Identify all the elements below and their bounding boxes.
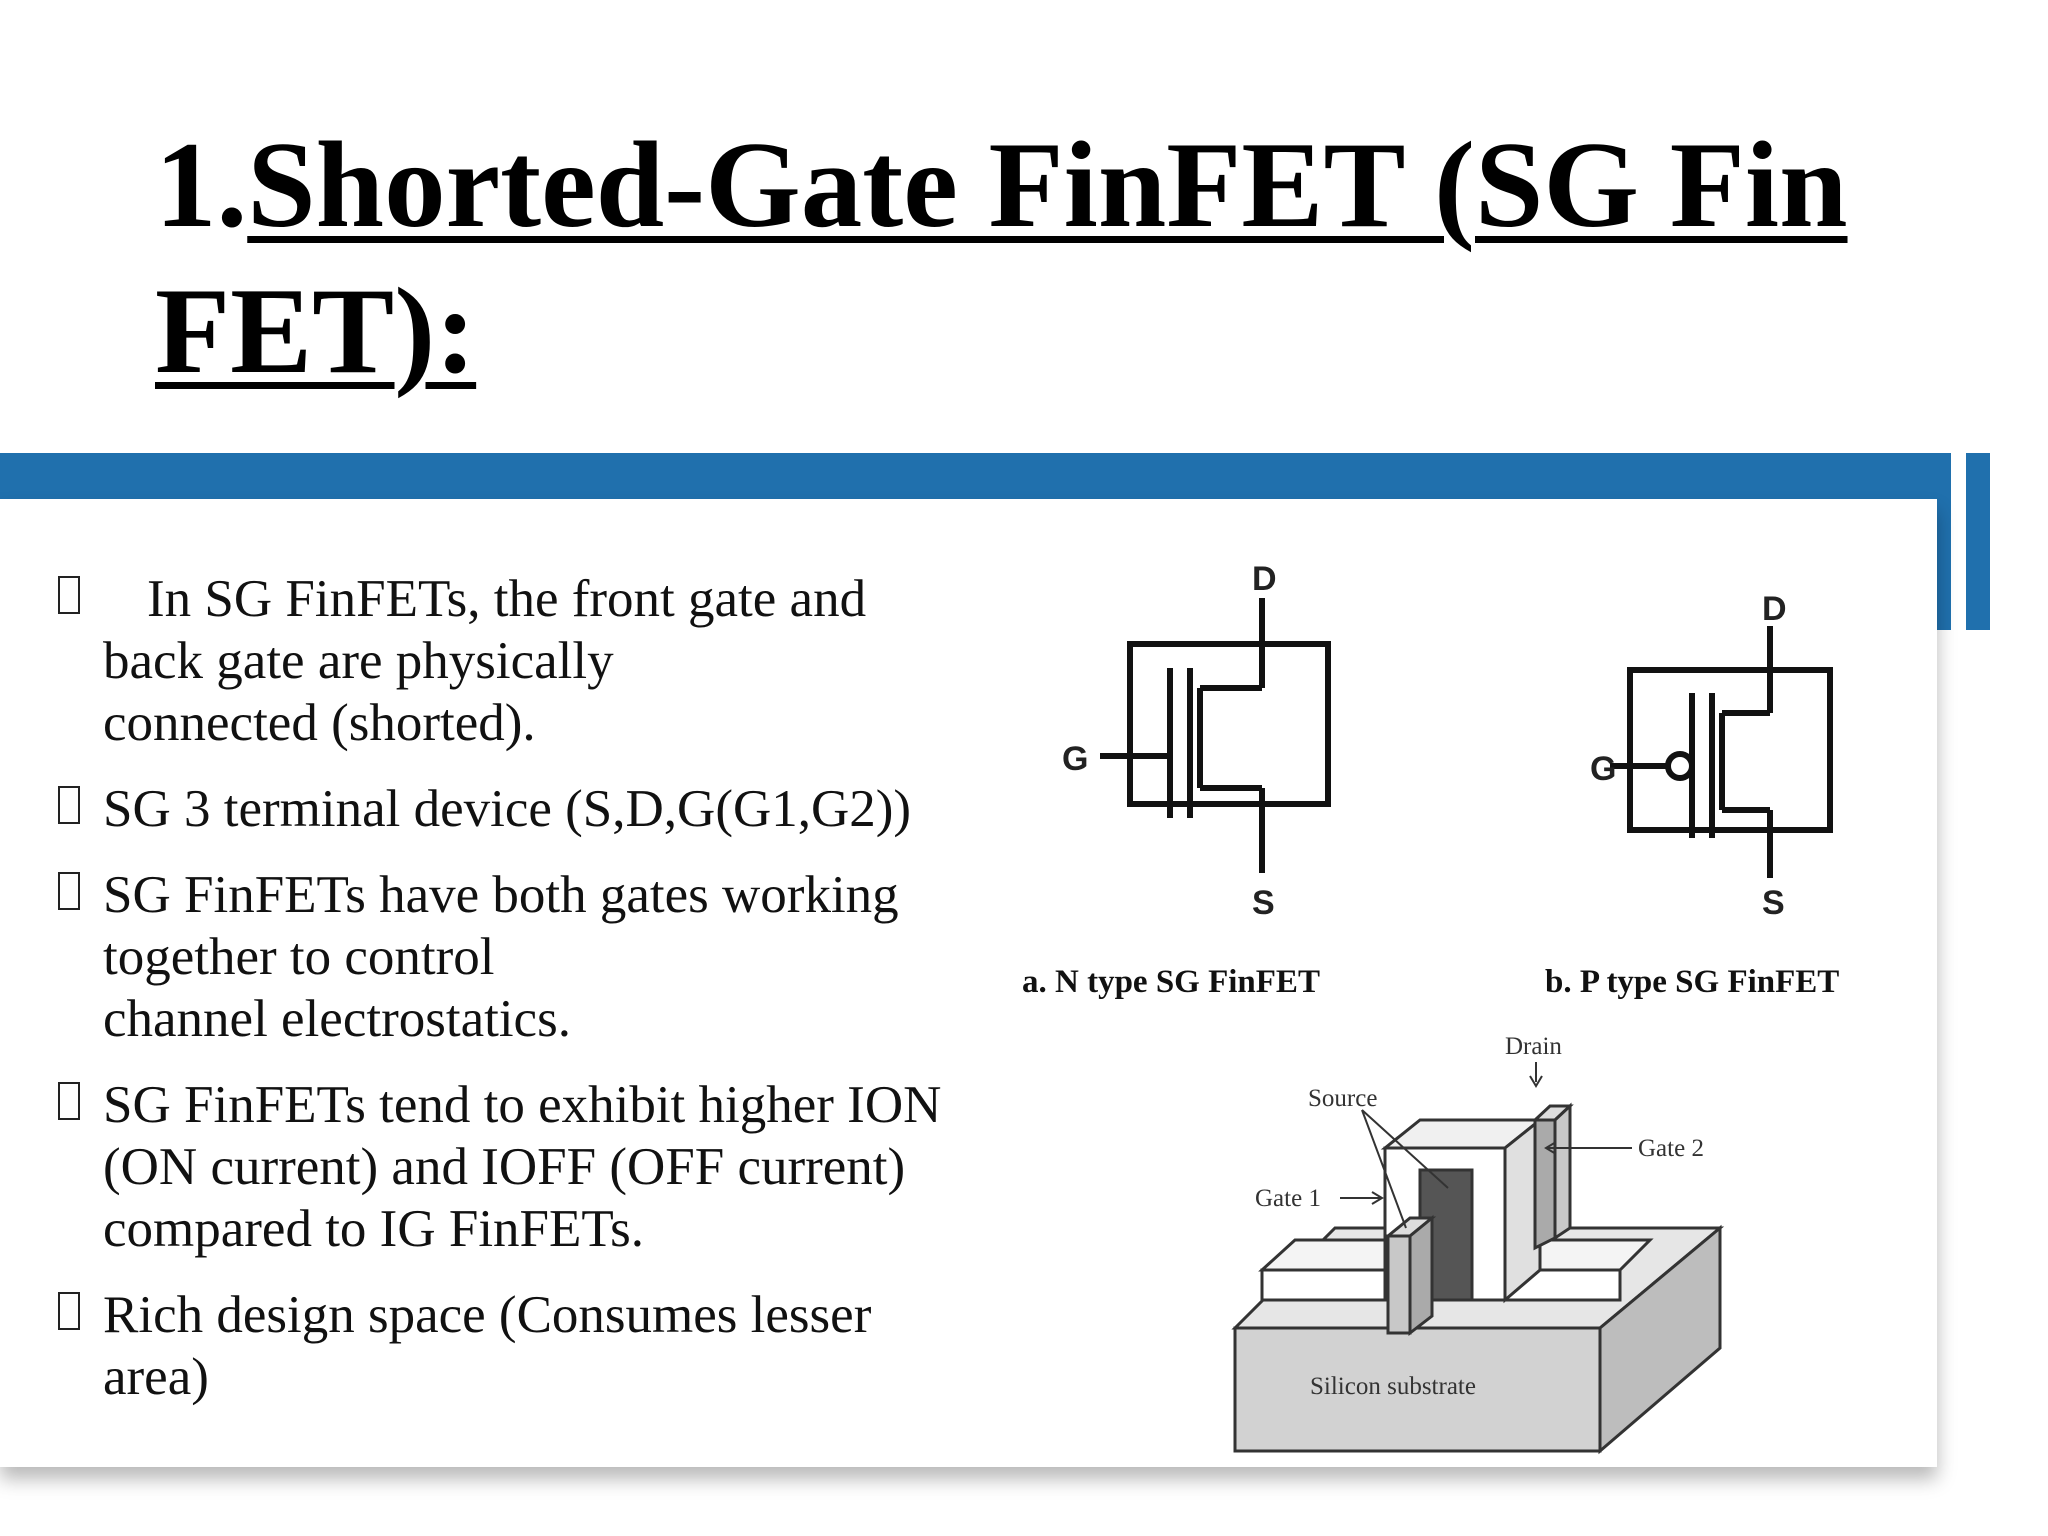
bullet-line: channel electrostatics. [103, 990, 571, 1048]
p-source-label: S [1762, 884, 1785, 922]
bullet-list: In SG FinFETs, the front gate and back g… [58, 568, 1028, 1432]
bullet-line: back gate are physically [103, 632, 614, 690]
bullet-line: (ON current) and IOFF (OFF current) [103, 1138, 906, 1196]
finfet-structure-diagram [1231, 1102, 1725, 1455]
p-drain-label: D [1762, 590, 1787, 628]
n-gate-label: G [1062, 740, 1088, 778]
title-line-1: Shorted-Gate FinFET (SG Fin [247, 116, 1848, 253]
gate2-label: Gate 2 [1638, 1135, 1704, 1162]
bullet-line: area) [103, 1348, 209, 1406]
bullet-marker-icon [58, 1082, 80, 1120]
substrate-label: Silicon substrate [1310, 1373, 1476, 1400]
source-label: Source [1308, 1085, 1377, 1112]
bullet-marker-icon [58, 872, 80, 910]
bullet-marker-icon [58, 1292, 80, 1330]
n-drain-label: D [1252, 560, 1277, 598]
accent-bar-side-right [1966, 453, 1990, 630]
bullet-line: In SG FinFETs, the front gate and [147, 570, 867, 628]
n-type-symbol [1100, 598, 1331, 873]
bullet-item: SG 3 terminal device (S,D,G(G1,G2)) [58, 778, 1028, 840]
n-source-label: S [1252, 884, 1275, 922]
title-line-2: FET): [155, 262, 477, 399]
bullet-line: connected (shorted). [103, 694, 536, 752]
gate1-label: Gate 1 [1255, 1185, 1321, 1212]
bullet-item: Rich design space (Consumes lesser area) [58, 1284, 1028, 1408]
drain-label: Drain [1505, 1033, 1562, 1060]
accent-bar [0, 453, 1950, 499]
bullet-line: together to control [103, 928, 495, 986]
bullet-line: SG FinFETs have both gates working [103, 866, 899, 924]
bullet-line: SG 3 terminal device (S,D,G(G1,G2)) [103, 780, 912, 838]
bullet-marker-icon [58, 576, 80, 614]
structure-pointers [1340, 1062, 1632, 1229]
title-number: 1. [155, 116, 248, 253]
bullet-line: compared to IG FinFETs. [103, 1200, 644, 1258]
accent-bar-side-left [1937, 453, 1951, 630]
p-type-caption: b. P type SG FinFET [1545, 964, 1839, 1000]
bullet-item: In SG FinFETs, the front gate and back g… [58, 568, 1028, 754]
finfet-figure-svg: D G S a. N type SG FinFET D G S b. P typ… [1022, 560, 1839, 1455]
bullet-item: SG FinFETs have both gates working toget… [58, 864, 1028, 1050]
slide-title: 1.Shorted-Gate FinFET (SG Fin FET): [155, 112, 1955, 404]
n-type-caption: a. N type SG FinFET [1022, 964, 1320, 1000]
p-gate-label: G [1590, 750, 1616, 788]
bullet-line: Rich design space (Consumes lesser [103, 1286, 872, 1344]
bullet-line: SG FinFETs tend to exhibit higher ION [103, 1076, 942, 1134]
finfet-figure: D G S a. N type SG FinFET D G S b. P typ… [1000, 548, 1900, 1468]
p-type-symbol [1610, 626, 1833, 878]
bullet-marker-icon [58, 786, 80, 824]
bullet-item: SG FinFETs tend to exhibit higher ION (O… [58, 1074, 1028, 1260]
